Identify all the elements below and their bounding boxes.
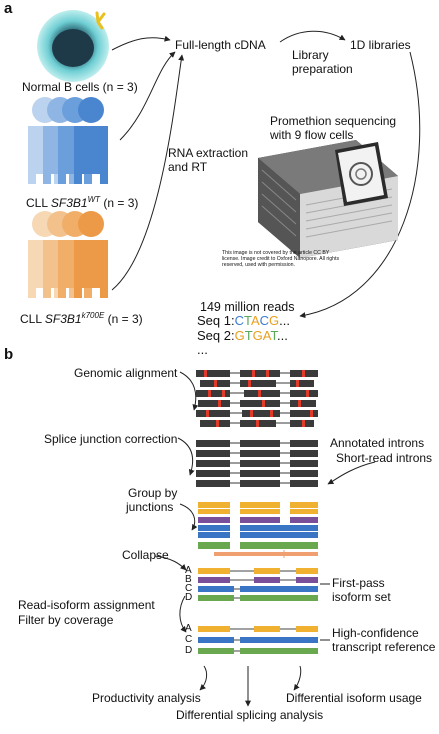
productivity-analysis-label: Productivity analysis [92,691,201,705]
rna-extraction-line1: RNA extraction [168,146,249,160]
base-c: C [259,313,270,328]
group-by-line1: Group by [128,486,178,500]
collapse-label: Collapse [122,548,169,562]
first-pass-isoforms [198,568,318,601]
base-t: T [243,313,251,328]
splice-correction-label: Splice junction correction [44,432,178,446]
b-cell-icon [37,10,109,82]
isoform-letter-a: A [185,623,192,634]
isoform-letter-d: D [185,645,193,656]
group-by-line2: junctions [126,500,174,514]
library-prep-line1: Library [292,48,329,62]
label-connectors [320,583,330,641]
cll-mut-people-icon [28,211,108,298]
image-credit-disclaimer: This image is not covered by the article… [222,250,340,269]
seq2-bases: GTGAT [235,328,277,343]
base-g: G [234,328,245,343]
differential-splicing-label: Differential splicing analysis [176,708,324,722]
alignment-reads [196,370,318,427]
first-pass-line2: isoform set [332,590,391,604]
cll-mut-label: CLL SF3B1k700E (n = 3) [20,311,143,327]
panel-b-arrows [154,371,376,707]
seq2-line: Seq 2:GTGAT... [197,328,288,343]
normal-b-cells-label: Normal B cells (n = 3) [22,80,138,94]
promethion-device-icon [258,140,398,258]
base-g: G [269,313,280,328]
base-a: A [250,313,260,328]
genomic-alignment-label: Genomic alignment [74,366,178,380]
corrected-reads [196,440,318,487]
full-length-cdna-label: Full-length cDNA [175,38,266,52]
high-confidence-line2: transcript reference [332,640,436,654]
promethion-line2: with 9 flow cells [270,128,354,142]
promethion-line1: Promethion sequencing [270,114,397,128]
isoform-letter-c: C [185,634,193,645]
seq1-bases: CTACG [235,313,280,328]
base-t: T [270,328,278,343]
base-a: A [262,328,271,343]
isoform-letter-d: D [185,592,193,603]
first-pass-line1: First-pass [332,576,385,590]
reads-count-label: 149 million reads [200,300,295,314]
read-isoform-assignment-label: Read-isoform assignment [18,598,155,612]
seq1-line: Seq 1:CTACG... [197,313,290,328]
isoform-letter-a: A [185,565,192,576]
base-c: C [234,313,244,328]
high-confidence-line1: High-confidence [332,626,419,640]
1d-libraries-label: 1D libraries [350,38,411,52]
base-t: T [244,328,253,343]
filter-by-coverage-label: Filter by coverage [18,613,114,627]
grouped-reads [198,502,318,558]
isoform-letter-b: B [185,574,192,585]
panel-a-arrows [111,30,421,319]
isoform-letter-c: C [185,583,193,594]
differential-isoform-usage-label: Differential isoform usage [286,691,422,705]
base-g: G [252,328,263,343]
panel-b-label: b [4,346,14,363]
annotated-introns-label: Annotated introns [330,436,425,450]
high-confidence-isoforms [198,626,318,654]
library-prep-line2: preparation [292,62,353,76]
more-reads-ellipsis: ... [197,342,208,357]
rna-extraction-line2: and RT [168,160,208,174]
short-read-introns-label: Short-read introns [336,451,433,465]
cll-wt-people-icon [28,97,108,184]
cll-wt-label: CLL SF3B1WT (n = 3) [26,195,139,211]
panel-a-label: a [4,0,13,17]
